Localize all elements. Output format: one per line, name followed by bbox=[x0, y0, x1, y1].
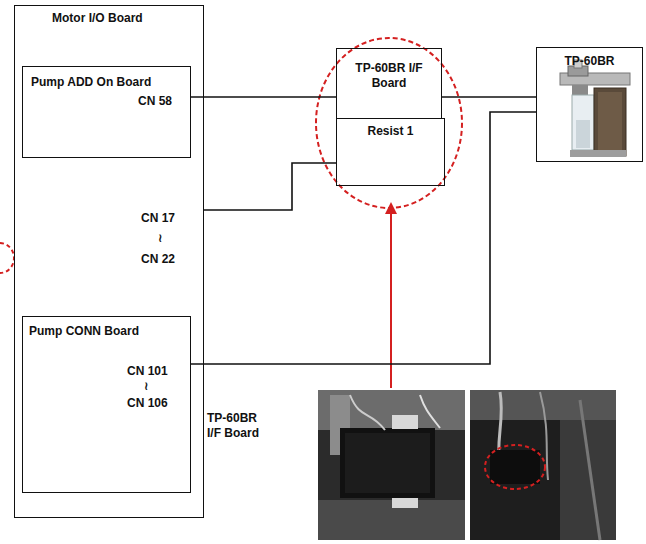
wire bbox=[191, 112, 536, 364]
photo bbox=[470, 390, 616, 540]
box-title: TP-60BR bbox=[537, 54, 642, 69]
connector-name: CN 106 bbox=[127, 396, 168, 411]
wire bbox=[191, 96, 336, 98]
connector-label: ≀ bbox=[158, 231, 163, 246]
connector-name: CN 58 bbox=[138, 94, 172, 109]
connector bbox=[442, 97, 536, 98]
connector-label: CN 22 bbox=[141, 252, 175, 267]
box-title: TP-60BR I/F Board bbox=[351, 61, 427, 91]
arrow-head bbox=[385, 202, 397, 214]
box-title: Resist 1 bbox=[337, 124, 444, 139]
box-title: Pump CONN Board bbox=[29, 324, 139, 339]
wire bbox=[442, 96, 536, 98]
connector-label: TP-60BR I/F Board bbox=[207, 411, 271, 441]
connector bbox=[204, 163, 336, 210]
resistor-box: Resist 1 bbox=[336, 118, 445, 186]
highlight-ellipse bbox=[316, 38, 462, 208]
device-box: TP-60BR bbox=[536, 47, 643, 162]
interface-box: TP-60BR I/F Board bbox=[336, 48, 442, 119]
board-box: Pump ADD On Board CN 58 bbox=[22, 66, 191, 158]
connector-label: CN 17 bbox=[141, 211, 175, 226]
callout-arc bbox=[0, 243, 14, 273]
board-box: Pump CONN Board CN 101≀ CN 106 bbox=[22, 316, 191, 493]
box-title: Motor I/O Board bbox=[52, 11, 143, 26]
pump-picture bbox=[560, 60, 630, 157]
connector-name: ≀ bbox=[144, 379, 149, 394]
box-title: Pump ADD On Board bbox=[31, 75, 151, 90]
connector bbox=[191, 112, 536, 364]
wire bbox=[204, 163, 336, 210]
photo bbox=[318, 390, 465, 540]
connector-name: CN 101 bbox=[127, 364, 168, 379]
board-box: Motor I/O BoardPump ADD On BoardCN 58Pum… bbox=[14, 5, 204, 518]
connector bbox=[191, 97, 336, 98]
pointer-arrow bbox=[390, 212, 392, 388]
